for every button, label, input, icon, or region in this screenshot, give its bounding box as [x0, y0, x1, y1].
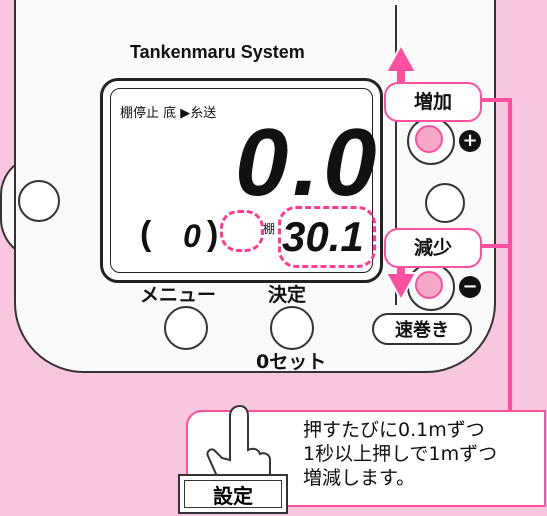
lcd-frame — [100, 78, 383, 283]
side-middle-button[interactable] — [425, 183, 465, 223]
zero-set-label: 0セット — [256, 351, 327, 373]
shelf-blink-highlight — [278, 206, 376, 268]
offset-paren-close: ) — [207, 215, 219, 253]
increase-button-highlight — [415, 125, 443, 153]
speed-wind-label: 速巻き — [372, 313, 472, 345]
confirm-button-label: 決定 — [268, 284, 307, 306]
lcd-status-line: 棚停止 底 ▶糸送 — [120, 106, 217, 121]
callout-connector-top — [478, 98, 510, 102]
minus-icon: − — [459, 276, 481, 298]
callout-connector-vertical — [508, 98, 512, 412]
offset-paren-open: ( — [140, 215, 152, 253]
device-right-panel — [395, 5, 487, 305]
info-text: 押すたびに0.1mずつ 1秒以上押しで1mずつ 増減します。 — [303, 419, 498, 489]
depth-readout: 0.0 — [235, 109, 381, 216]
setting-label-inner-border — [184, 480, 282, 508]
offset-blink-highlight — [220, 210, 264, 252]
menu-button[interactable] — [164, 306, 208, 350]
offset-value: 0 — [183, 218, 201, 254]
increase-callout: 増加 — [384, 82, 482, 122]
shelf-label: 棚 — [263, 222, 276, 236]
decrease-callout: 減少 — [384, 228, 482, 268]
lcd-screen — [110, 88, 373, 273]
callout-connector-bottom — [477, 244, 510, 248]
decrease-button-highlight — [415, 271, 443, 299]
confirm-button[interactable] — [270, 306, 314, 350]
left-knob[interactable] — [18, 180, 60, 222]
plus-icon: + — [459, 130, 481, 152]
menu-button-label: メニュー — [140, 284, 217, 306]
brand-title: Tankenmaru System — [130, 42, 305, 62]
